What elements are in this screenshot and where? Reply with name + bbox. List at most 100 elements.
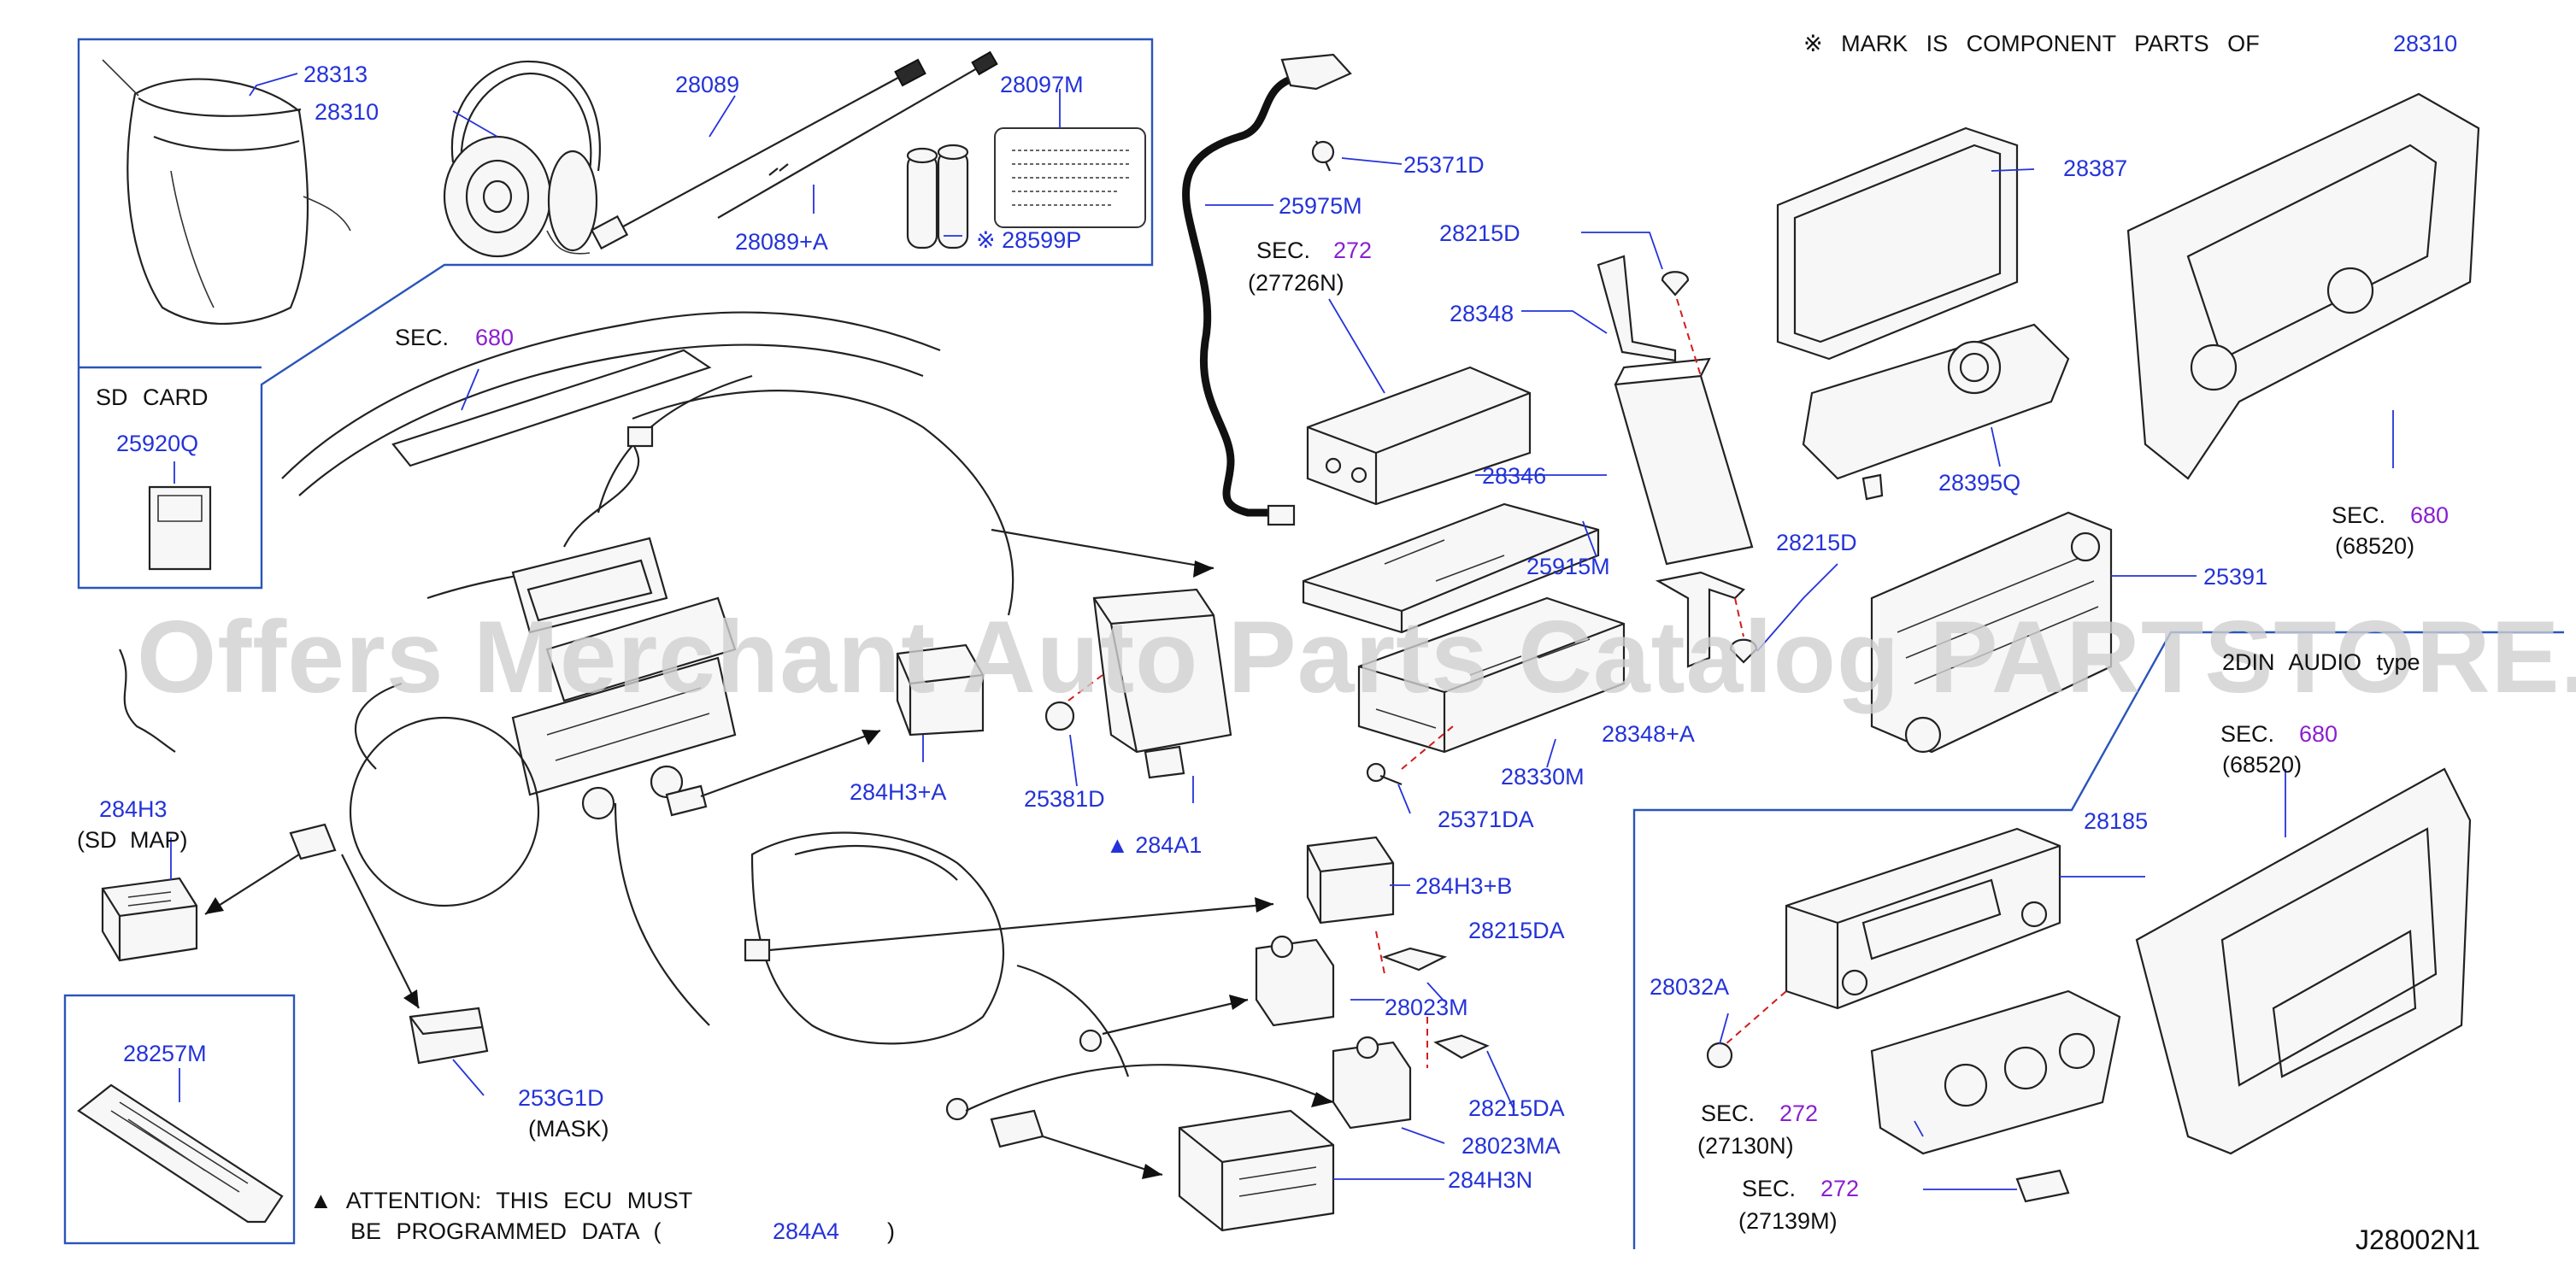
- diagram-id: J28002N1: [2355, 1224, 2480, 1255]
- module-284H3: [101, 877, 198, 962]
- mask-253G1D: [409, 1007, 489, 1065]
- switch-panel-25391: [1870, 511, 2113, 754]
- module-284H3B: [1306, 836, 1395, 925]
- display-28387: [1776, 126, 2019, 361]
- warning-label-card: [994, 127, 1146, 228]
- part-label-28097m: 28097M: [1000, 72, 1084, 97]
- unit-28023M: [1255, 935, 1335, 1027]
- module-27726N: [1306, 366, 1532, 506]
- finisher-68520-lower: [2135, 767, 2472, 1155]
- part-label-28032a: 28032A: [1650, 974, 1729, 1000]
- part-label-284a1: ▲ 284A1: [1106, 832, 1202, 858]
- part-label-28313: 28313: [303, 62, 368, 87]
- leader-lines: [170, 73, 2394, 1190]
- part-label-28599p: ※ 28599P: [976, 227, 1081, 253]
- section-680b-label: SEC.: [2332, 502, 2385, 528]
- part-label-25391: 25391: [2203, 564, 2267, 590]
- storage-bag-illustration: [102, 59, 351, 326]
- accessory-box: [77, 38, 1154, 590]
- part-label-28257m: 28257M: [123, 1041, 207, 1066]
- part-label-28023ma: 28023MA: [1461, 1133, 1561, 1159]
- module-284H3A: [896, 643, 985, 737]
- part-label-28185: 28185: [2084, 808, 2148, 834]
- part-label-284h3n: 284H3N: [1448, 1167, 1532, 1193]
- remote-box: [63, 994, 296, 1245]
- section-680b-ref: (68520): [2335, 533, 2414, 559]
- cable-28089: [590, 50, 998, 250]
- attention-line1: ▲ ATTENTION: THIS ECU MUST: [309, 1188, 692, 1213]
- part-label-28215da-2: 28215DA: [1468, 1095, 1565, 1121]
- part-label-284h3b: 284H3+B: [1415, 873, 1512, 899]
- screws-28215DA: [1375, 930, 1490, 1068]
- 2din-frame: [1632, 631, 2564, 1249]
- finisher-68520-upper: [2126, 92, 2480, 480]
- unit-28023MA: [1332, 1036, 1412, 1130]
- section-680c-label: SEC.: [2220, 721, 2274, 747]
- bracket-28348: [1597, 255, 1702, 377]
- part-label-28346: 28346: [1482, 463, 1546, 489]
- part-label-28089a: 28089+A: [735, 229, 828, 255]
- part-label-25975m: 25975M: [1279, 193, 1362, 219]
- audio-unit-28185: [1706, 827, 2061, 1069]
- bracket-28348A: [1655, 571, 1758, 668]
- ecu-284A1: [1044, 588, 1232, 779]
- part-label-25371d: 25371D: [1403, 152, 1485, 178]
- section-272c-label: SEC.: [1742, 1176, 1796, 1201]
- batteries-illustration: [906, 144, 969, 249]
- part-label-28395q: 28395Q: [1938, 470, 2020, 496]
- section-272c-ref: (27139M): [1738, 1208, 1838, 1234]
- section-680c-ref: (68520): [2222, 752, 2302, 778]
- section-680-num: 680: [475, 325, 514, 350]
- box-28346: [1614, 357, 1754, 566]
- panel-28395Q: [1802, 323, 2070, 501]
- part-label-28023m: 28023M: [1385, 995, 1468, 1020]
- unit-28330M: [1357, 596, 1626, 786]
- section-272b-label: SEC.: [1701, 1101, 1755, 1126]
- part-label-28215d-2: 28215D: [1776, 530, 1857, 555]
- part-label-284h3a: 284H3+A: [850, 779, 946, 805]
- part-label-25920q: 25920Q: [116, 431, 198, 456]
- attention-part: 284A4: [773, 1218, 839, 1244]
- type-label: 2DIN AUDIO type: [2222, 649, 2420, 675]
- section-272-label: SEC.: [1256, 238, 1310, 263]
- module-284H3N: [1178, 1109, 1335, 1232]
- arrows: [204, 528, 1334, 1179]
- attention-close: ): [887, 1218, 895, 1244]
- section-680-label: SEC.: [395, 325, 449, 350]
- part-label-28387: 28387: [2063, 156, 2127, 181]
- watermark: Offers Merchant Auto Parts Catalog PARTS…: [137, 600, 2576, 714]
- switch-27139M: [2015, 1169, 2070, 1203]
- part-label-28310: 28310: [315, 99, 379, 125]
- section-272c-num: 272: [1820, 1176, 1859, 1201]
- sd-card-illustration: [148, 485, 212, 571]
- part-label-28215d-1: 28215D: [1439, 220, 1520, 246]
- connector-small: [289, 823, 337, 860]
- part-label-25915m: 25915M: [1526, 554, 1610, 579]
- section-680b-num: 680: [2410, 502, 2449, 528]
- section-680c-num: 680: [2299, 721, 2338, 747]
- mark-note-ref: 28310: [2393, 31, 2457, 56]
- section-272b-num: 272: [1779, 1101, 1818, 1126]
- part-label-28330m: 28330M: [1501, 764, 1585, 790]
- section-272b-ref: (27130N): [1697, 1133, 1794, 1159]
- part-label-28215da-1: 28215DA: [1468, 918, 1565, 943]
- mark-note: ※ MARK IS COMPONENT PARTS OF: [1803, 31, 2260, 56]
- part-label-25371da: 25371DA: [1438, 807, 1534, 832]
- sd-card-label: SD CARD: [96, 385, 209, 410]
- section-272-num: 272: [1333, 238, 1372, 263]
- antenna-cable: [1182, 53, 1352, 526]
- section-272-ref: (27726N): [1248, 270, 1344, 296]
- part-label-25381d: 25381D: [1024, 786, 1105, 812]
- attention-line2: BE PROGRAMMED DATA (: [350, 1218, 662, 1244]
- part-label-284h3-sub: (SD MAP): [77, 827, 188, 853]
- part-label-284h3: 284H3: [99, 796, 168, 822]
- part-label-253g1d-sub: (MASK): [528, 1116, 609, 1142]
- part-label-28089: 28089: [675, 72, 739, 97]
- climate-panel-27130N: [1870, 989, 2121, 1155]
- part-label-28348: 28348: [1450, 301, 1514, 326]
- part-label-28348a: 28348+A: [1602, 721, 1695, 747]
- cover-25915M: [1302, 502, 1600, 634]
- part-label-253g1d: 253G1D: [518, 1085, 604, 1111]
- headphones-illustration: [443, 60, 601, 258]
